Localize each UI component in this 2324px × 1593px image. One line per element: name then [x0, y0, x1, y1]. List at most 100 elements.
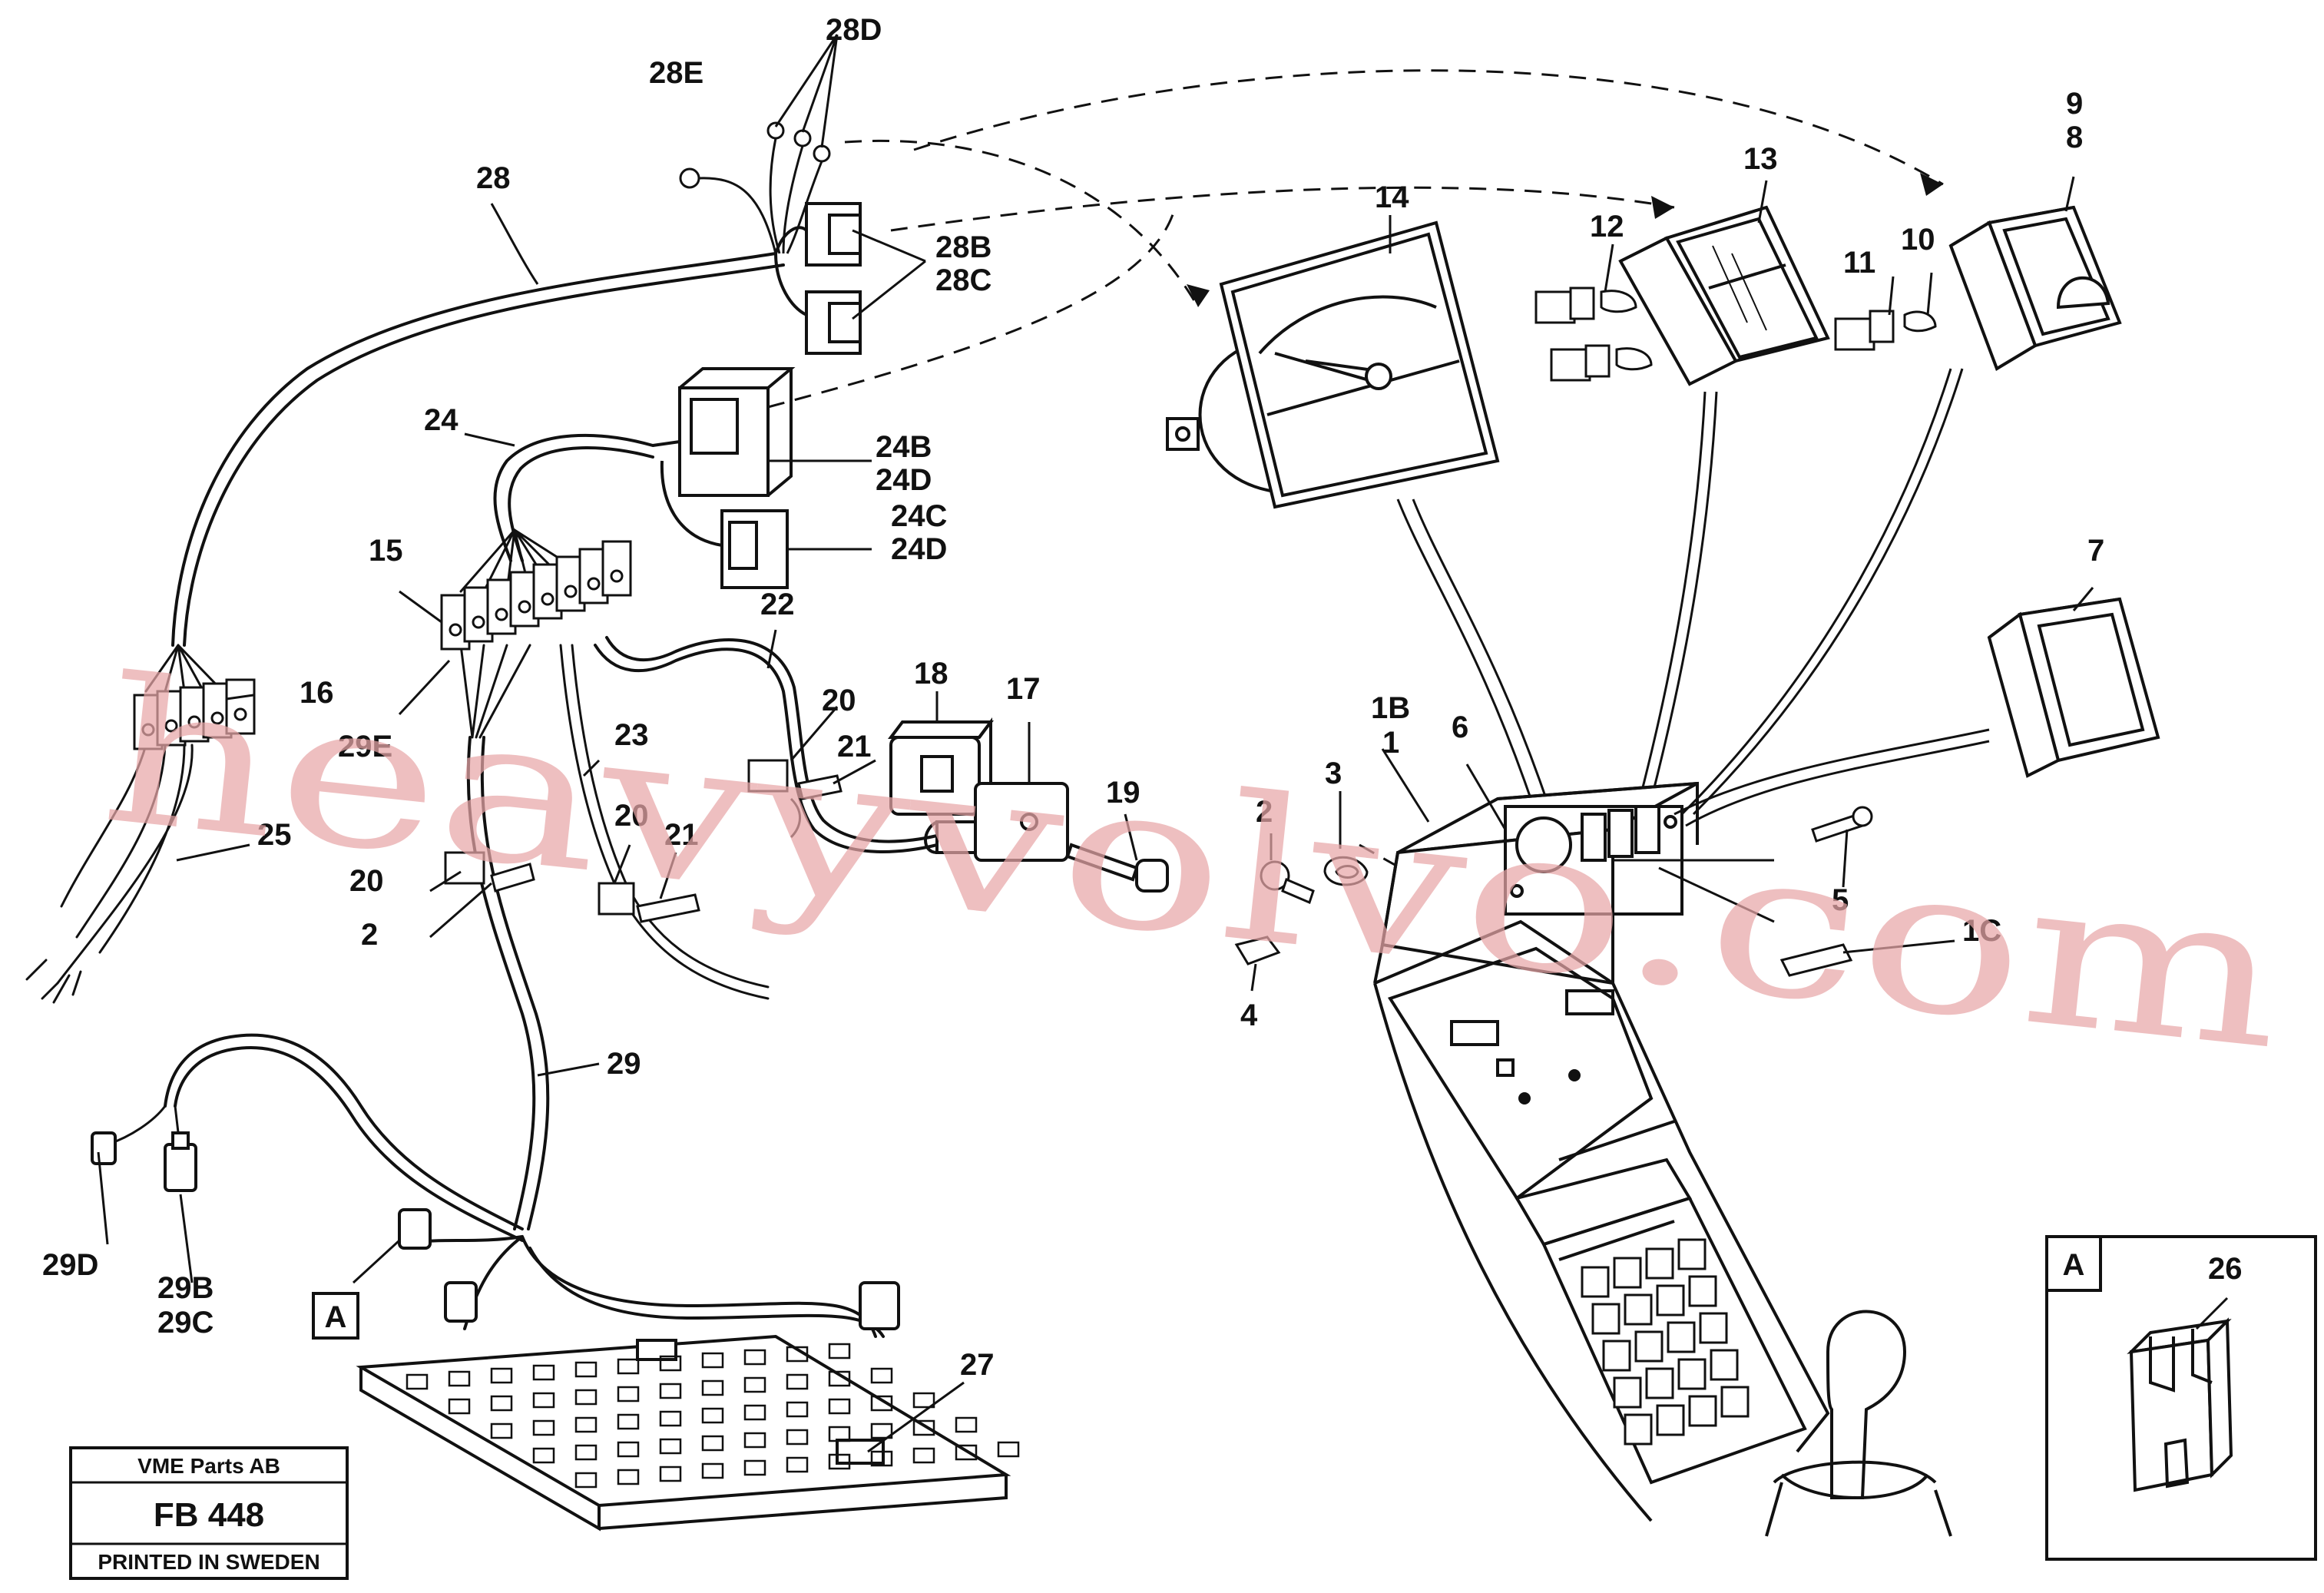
bulb-holders-12 [1534, 286, 1653, 382]
callout-2-b: 2 [1256, 795, 1273, 829]
title-block-frame [69, 1446, 349, 1580]
board-chip [912, 1447, 935, 1464]
bulb-holder-11 [1834, 310, 1937, 351]
callout-24: 24 [424, 403, 459, 437]
switch-8-9 [1948, 205, 2122, 371]
indicator-13-cable [1634, 391, 1718, 815]
board-chip [786, 1373, 809, 1390]
callout-19: 19 [1106, 776, 1140, 810]
callout-6: 6 [1452, 710, 1468, 744]
board-chip [912, 1419, 935, 1436]
callout-28B: 28B [935, 230, 992, 264]
board-chip [448, 1370, 471, 1387]
board-chip [786, 1346, 809, 1363]
board-chip [701, 1407, 724, 1424]
dashboard-button [1710, 1349, 1739, 1381]
callout-4: 4 [1240, 999, 1258, 1032]
board-chip [574, 1416, 598, 1433]
callout-29C: 29C [157, 1306, 214, 1340]
gauge-14-cable [1396, 498, 1553, 815]
dashboard-button [1645, 1247, 1674, 1280]
board-chip [701, 1379, 724, 1396]
callout-11: 11 [1843, 246, 1875, 280]
callout-28E: 28E [649, 56, 703, 90]
board-chip [617, 1386, 640, 1403]
callout-20-b: 20 [614, 799, 649, 833]
relay-18-17-19 [888, 717, 1169, 893]
dashboard-button [1677, 1358, 1707, 1390]
board-chip [490, 1367, 513, 1384]
callout-labels: 28D 28E 28 28B 28C 24 24B 24D 24C 24D 15… [42, 13, 2243, 1382]
callout-24D-1: 24D [876, 463, 932, 497]
connector-26 [2127, 1317, 2233, 1492]
board-chip [532, 1392, 555, 1409]
dashboard-buttons [1581, 1238, 1750, 1446]
board-chip [532, 1364, 555, 1381]
board-chip [574, 1444, 598, 1461]
board-chip [701, 1352, 724, 1369]
dashboard-button [1613, 1376, 1642, 1409]
callout-13: 13 [1743, 142, 1778, 176]
callout-23: 23 [614, 718, 649, 752]
board-chip [912, 1392, 935, 1409]
dashboard-button [1688, 1395, 1717, 1427]
board-chip [828, 1453, 851, 1470]
callout-9: 9 [2066, 87, 2083, 121]
dashboard-button [1688, 1275, 1717, 1307]
callout-10: 10 [1901, 223, 1935, 257]
gauge-14 [1166, 220, 1500, 509]
board-chip [659, 1383, 682, 1399]
board-chip [828, 1343, 851, 1360]
board-chip [659, 1410, 682, 1427]
board-chip [955, 1444, 978, 1461]
callout-27: 27 [960, 1348, 995, 1382]
board-chip [490, 1395, 513, 1412]
dashboard-button [1667, 1321, 1696, 1353]
board-chip [701, 1462, 724, 1479]
module-7-cable [1673, 728, 1990, 827]
dashboard-panel [1373, 919, 1830, 1522]
board-chip [828, 1370, 851, 1387]
dashboard-button [1645, 1367, 1674, 1399]
board-chip [870, 1367, 893, 1384]
callout-29E: 29E [338, 730, 392, 763]
board-chip [659, 1355, 682, 1372]
board-chip [743, 1404, 766, 1421]
dashboard-button [1634, 1330, 1664, 1363]
dashboard-button [1591, 1303, 1621, 1335]
harness-plugs [91, 1131, 900, 1330]
dashboard-button [1677, 1238, 1707, 1270]
callout-29B: 29B [157, 1271, 214, 1305]
callout-26: 26 [2208, 1252, 2243, 1286]
callout-3: 3 [1325, 757, 1342, 790]
callout-12: 12 [1590, 210, 1624, 243]
callout-25: 25 [257, 818, 292, 852]
inset-marker-box [2045, 1235, 2102, 1292]
callout-24D-2: 24D [891, 532, 947, 566]
clips-20-21 [444, 759, 843, 923]
callout-29D: 29D [42, 1248, 98, 1282]
small-hardware [1234, 806, 1873, 977]
leader-lines [97, 176, 2229, 1453]
board-chip [574, 1361, 598, 1378]
board-chip [786, 1401, 809, 1418]
board-chip [870, 1422, 893, 1439]
board-chip [406, 1373, 429, 1390]
board-chip [828, 1398, 851, 1415]
board-chip [870, 1450, 893, 1467]
callout-1C: 1C [1962, 914, 2001, 948]
board-chip [617, 1469, 640, 1485]
dashboard-button [1656, 1404, 1685, 1436]
dashboard-button [1699, 1312, 1728, 1344]
detail-marker-box [312, 1292, 359, 1340]
detail-marker-a: A [325, 1300, 347, 1334]
callout-21-b: 21 [664, 818, 699, 852]
callout-14: 14 [1375, 180, 1409, 214]
board-chip [448, 1398, 471, 1415]
callout-28D: 28D [826, 13, 882, 47]
board-chip [997, 1441, 1020, 1458]
module-7 [1987, 597, 2160, 778]
board-chip [532, 1447, 555, 1464]
circuit-board-27 [356, 1334, 1011, 1532]
callout-28: 28 [476, 161, 511, 195]
